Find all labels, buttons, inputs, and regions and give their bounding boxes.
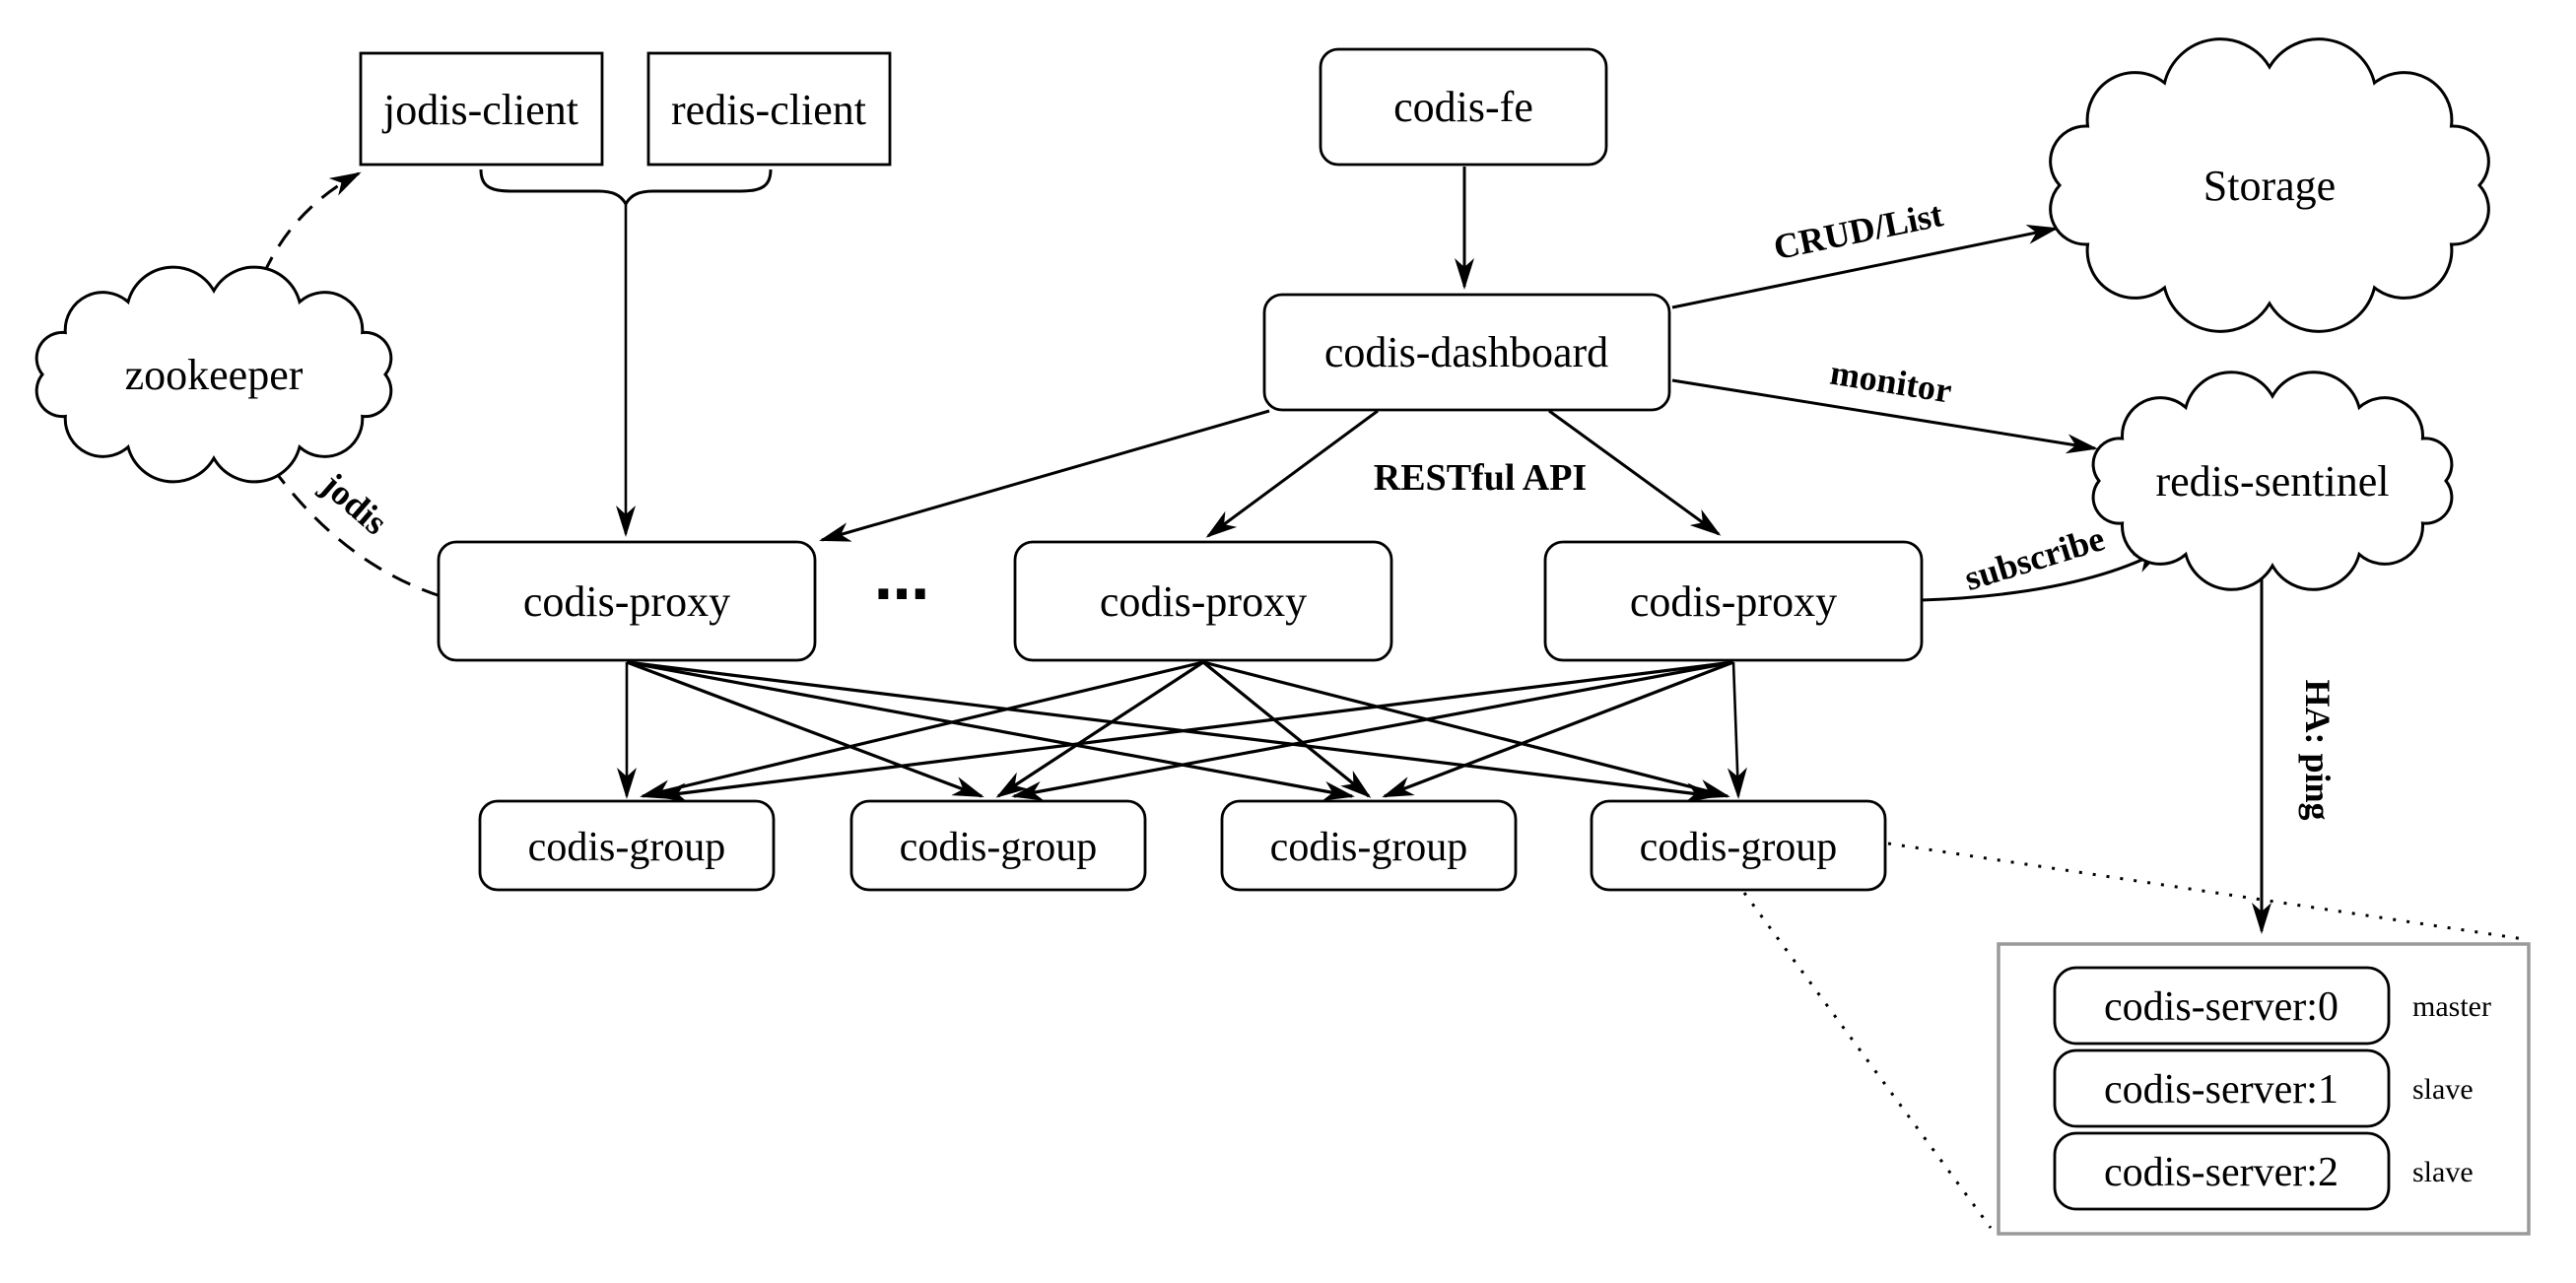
edge-proxy1-group4 bbox=[626, 660, 1718, 803]
codis-server-1-box bbox=[2053, 1048, 2391, 1128]
node-storage-cloud: Storage bbox=[2049, 37, 2490, 333]
node-codis-group-1: codis-group bbox=[478, 799, 776, 892]
codis-dashboard-label: codis-dashboard bbox=[1324, 328, 1608, 376]
edge-proxy1-zookeeper bbox=[258, 447, 441, 598]
node-codis-group-2: codis-group bbox=[849, 799, 1147, 892]
node-codis-proxy-2: codis-proxy bbox=[1013, 540, 1393, 662]
codis-server-1-role: slave bbox=[2412, 1073, 2474, 1106]
edge-proxy1-group2 bbox=[626, 660, 984, 798]
zookeeper-label: zookeeper bbox=[125, 351, 304, 399]
codis-group-3-box bbox=[1220, 799, 1518, 892]
edge-proxy3-group2 bbox=[1011, 660, 1734, 801]
redis-sentinel-label: redis-sentinel bbox=[2155, 457, 2389, 506]
node-codis-server-0: codis-server:0 master bbox=[2053, 966, 2491, 1046]
redis-sentinel-cloud-icon bbox=[2091, 371, 2454, 591]
codis-proxy-2-label: codis-proxy bbox=[1100, 577, 1307, 626]
codis-group-3-label: codis-group bbox=[1270, 825, 1468, 870]
codis-server-2-box bbox=[2053, 1131, 2391, 1211]
codis-server-0-label: codis-server:0 bbox=[2104, 984, 2339, 1030]
dotted-group4-container-top bbox=[1887, 842, 2525, 941]
edge-label-subscribe: subscribe bbox=[1960, 518, 2109, 598]
edge-label-monitor: monitor bbox=[1828, 353, 1955, 411]
edge-labels: CRUD/List monitor RESTful API subscribe … bbox=[313, 194, 2338, 820]
codis-server-0-role: master bbox=[2412, 990, 2491, 1023]
edge-label-restful-api: RESTful API bbox=[1374, 457, 1587, 499]
edge-dashboard-proxy1 bbox=[819, 409, 1270, 542]
edge-dashboard-storage bbox=[1671, 225, 2059, 309]
clients-brace bbox=[479, 169, 773, 208]
codis-server-2-role: slave bbox=[2412, 1156, 2474, 1188]
codis-proxy-3-label: codis-proxy bbox=[1630, 577, 1837, 626]
codis-group-2-label: codis-group bbox=[900, 825, 1098, 870]
nodes: jodis-client redis-client codis-fe Stora… bbox=[34, 37, 2531, 1236]
node-codis-group-3: codis-group bbox=[1220, 799, 1518, 892]
codis-group-4-label: codis-group bbox=[1640, 825, 1838, 870]
node-codis-proxy-3: codis-proxy bbox=[1543, 540, 1924, 662]
codis-fe-label: codis-fe bbox=[1393, 83, 1533, 131]
edge-dashboard-proxy3 bbox=[1548, 409, 1722, 536]
codis-server-0-box bbox=[2053, 966, 2391, 1046]
edge-proxy2-group1 bbox=[640, 660, 1204, 799]
jodis-client-label: jodis-client bbox=[381, 86, 578, 134]
node-codis-server-2: codis-server:2 slave bbox=[2053, 1131, 2474, 1211]
node-codis-group-4: codis-group bbox=[1590, 799, 1887, 892]
redis-client-label: redis-client bbox=[671, 86, 866, 134]
server-group-detail: codis-server:0 master codis-server:1 sla… bbox=[1997, 942, 2531, 1236]
node-codis-server-1: codis-server:1 slave bbox=[2053, 1048, 2474, 1128]
codis-group-1-label: codis-group bbox=[528, 825, 726, 870]
edge-proxy3-group4 bbox=[1727, 661, 1747, 799]
edge-proxy2-group3 bbox=[1201, 660, 1372, 798]
edge-proxy3-sentinel bbox=[1921, 548, 2165, 602]
codis-group-1-box bbox=[478, 799, 776, 892]
codis-proxy-3-box bbox=[1543, 540, 1924, 662]
node-codis-dashboard: codis-dashboard bbox=[1262, 293, 1671, 412]
dotted-group4-container-bottom bbox=[1742, 892, 1993, 1229]
storage-cloud-icon bbox=[2049, 37, 2490, 333]
edges bbox=[250, 167, 2525, 1229]
codis-server-2-label: codis-server:2 bbox=[2104, 1150, 2339, 1195]
codis-group-4-box bbox=[1590, 799, 1887, 892]
edge-label-jodis: jodis bbox=[313, 464, 395, 542]
edge-label-ha-ping: HA: ping bbox=[2298, 679, 2338, 820]
codis-proxy-1-box bbox=[437, 540, 817, 662]
codis-server-1-label: codis-server:1 bbox=[2104, 1067, 2339, 1113]
proxy-ellipsis: ⋯ bbox=[874, 563, 935, 627]
codis-fe-box bbox=[1319, 47, 1608, 167]
redis-client-box bbox=[646, 51, 892, 167]
jodis-client-box bbox=[359, 51, 604, 167]
node-codis-proxy-1: codis-proxy bbox=[437, 540, 817, 662]
edge-proxy2-group4 bbox=[1202, 660, 1730, 799]
storage-label: Storage bbox=[2203, 162, 2336, 210]
codis-group-2-box bbox=[849, 799, 1147, 892]
codis-proxy-1-label: codis-proxy bbox=[523, 577, 730, 626]
edge-proxy2-group2 bbox=[995, 660, 1204, 798]
codis-dashboard-box bbox=[1262, 293, 1671, 412]
node-redis-client: redis-client bbox=[646, 51, 892, 167]
codis-proxy-2-box bbox=[1013, 540, 1393, 662]
node-redis-sentinel-cloud: redis-sentinel bbox=[2091, 371, 2454, 591]
edge-proxy1-group3 bbox=[626, 660, 1355, 801]
edge-proxy3-group3 bbox=[1382, 660, 1734, 798]
node-jodis-client: jodis-client bbox=[359, 51, 604, 167]
node-codis-fe: codis-fe bbox=[1319, 47, 1608, 167]
zookeeper-cloud-icon bbox=[34, 265, 393, 484]
edge-dashboard-proxy2 bbox=[1205, 409, 1379, 538]
node-zookeeper-cloud: zookeeper bbox=[34, 265, 393, 484]
edge-dashboard-sentinel bbox=[1671, 378, 2098, 454]
edge-proxy3-group1 bbox=[655, 660, 1734, 803]
